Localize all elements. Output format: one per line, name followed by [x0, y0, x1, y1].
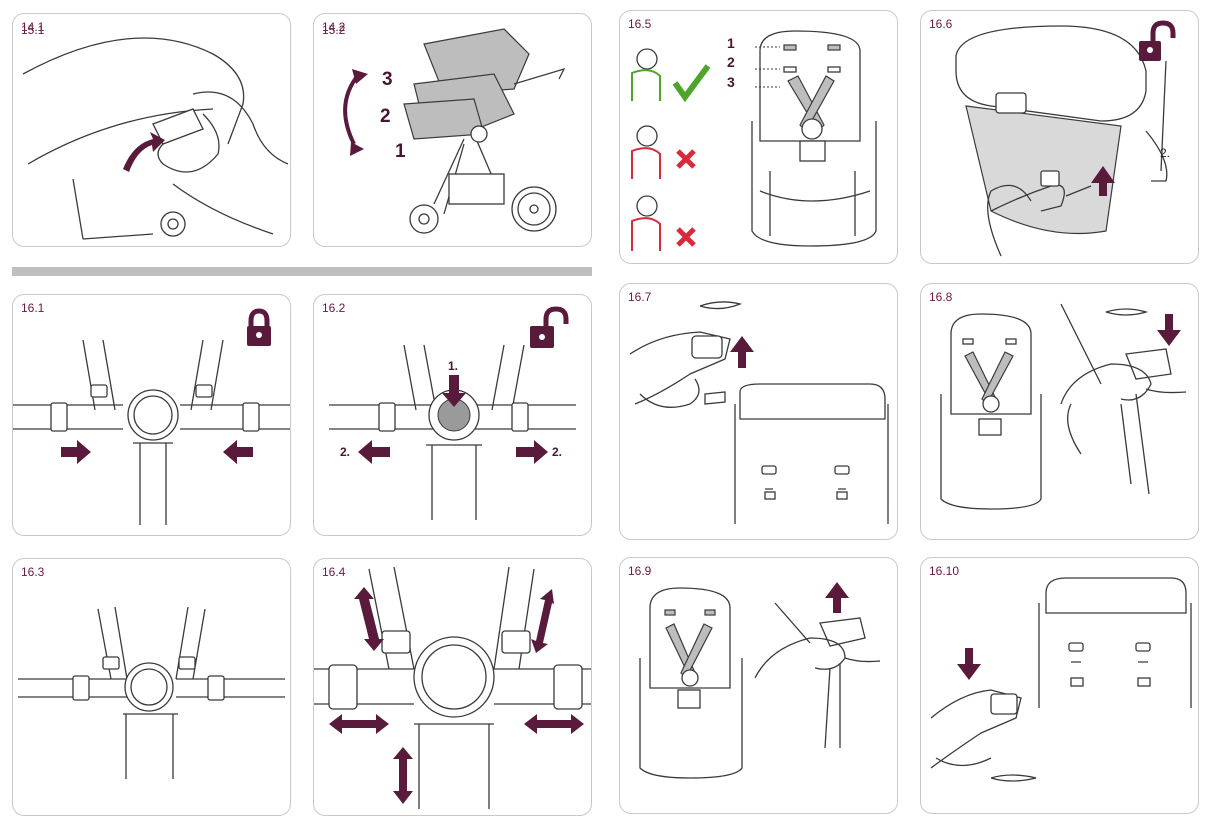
- buckle-lock-illustration: [13, 308, 290, 525]
- panel-16-4: 16.4: [313, 558, 592, 816]
- buckle-locked-illustration: [18, 606, 285, 779]
- panel-16-6: 16.6 2.: [920, 10, 1199, 264]
- panel-14-1: 14.1 15.1: [12, 13, 291, 247]
- cross-icon: [676, 149, 696, 169]
- panel-label: 16.4: [322, 565, 346, 579]
- panel-16-8: 16.8: [920, 283, 1199, 540]
- panel-label: 16.10: [929, 564, 960, 578]
- panel-label: 16.1: [21, 301, 45, 315]
- panel-16-9: 16.9: [619, 557, 898, 814]
- step-3: 3: [382, 69, 393, 90]
- panel-label: 16.2: [322, 301, 346, 315]
- unlock-icon: [1139, 20, 1176, 61]
- remove-harness-cover-illustration: [955, 20, 1176, 257]
- panel-14-2: 14.2 15.2 3 2 1: [313, 13, 592, 247]
- unlock-icon: [530, 306, 569, 348]
- panel-label: 16.3: [21, 565, 45, 579]
- height-2: 2: [727, 54, 735, 70]
- panel-overlay-label: 15.2: [322, 23, 346, 37]
- panel-16-10: 16.10: [920, 557, 1199, 814]
- height-1: 1: [727, 35, 735, 51]
- cross-icon: [676, 227, 696, 247]
- panel-16-3: 16.3: [12, 558, 291, 816]
- step-1-label: 1.: [448, 359, 459, 373]
- step-2-left-label: 2.: [340, 445, 351, 459]
- height-3: 3: [727, 74, 735, 90]
- check-icon: [672, 64, 711, 103]
- remove-pad-illustration: [629, 301, 889, 524]
- step-2: 2: [380, 106, 391, 127]
- lock-icon: [247, 308, 271, 346]
- panel-16-1: 16.1: [12, 294, 291, 536]
- panel-label: 16.6: [929, 17, 953, 31]
- buckle-release-illustration: [329, 306, 576, 520]
- panel-overlay-label: 15.1: [21, 23, 45, 37]
- recline-stroller-illustration: [343, 28, 566, 234]
- harness-adjust-illustration: [314, 566, 591, 809]
- panel-label: 16.5: [628, 17, 652, 31]
- panel-label: 16.7: [628, 290, 652, 304]
- panel-label: 16.8: [929, 290, 953, 304]
- hood-release-illustration: [22, 37, 289, 240]
- panel-label: 16.9: [628, 564, 652, 578]
- step-2-right-label: 2.: [552, 445, 563, 459]
- panel-label: 14.2: [322, 20, 346, 34]
- panel-16-2: 16.2 1. 2. 2.: [313, 294, 592, 536]
- step-2: 2.: [1160, 146, 1171, 160]
- remove-strap-illustration: [639, 582, 881, 779]
- panel-16-5: 16.5 1 2 3: [619, 10, 898, 264]
- reattach-pad-illustration: [930, 577, 1192, 782]
- step-1: 1: [395, 141, 406, 162]
- reinsert-harness-illustration: [940, 303, 1187, 510]
- panel-label: 14.1: [21, 20, 45, 34]
- section-divider: [12, 267, 592, 276]
- panel-16-7: 16.7: [619, 283, 898, 540]
- shoulder-height-illustration: [631, 30, 877, 251]
